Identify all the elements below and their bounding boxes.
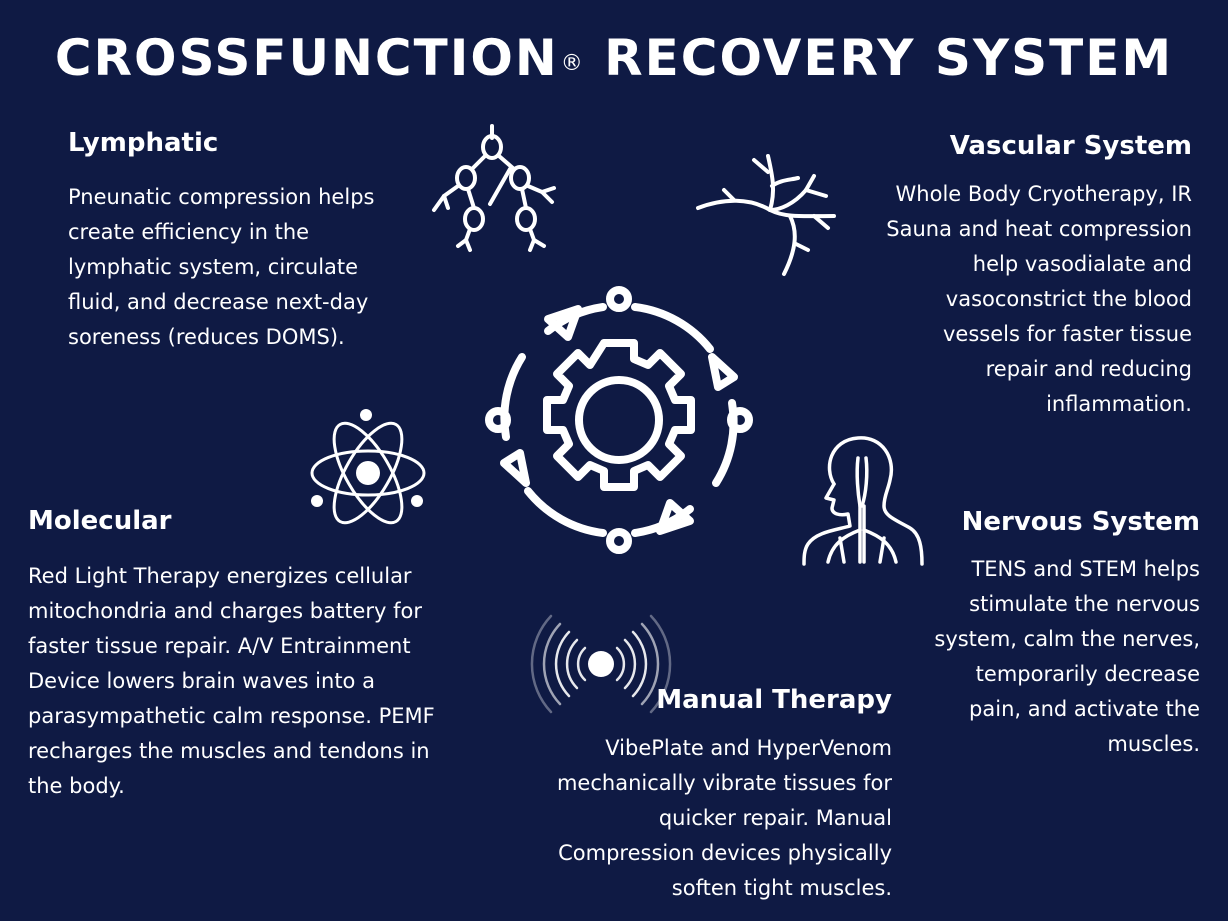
lymphatic-heading: Lymphatic bbox=[68, 128, 219, 158]
nervous-text: TENS and STEM helps stimulate the nervou… bbox=[934, 557, 1200, 756]
gear-cycle-icon bbox=[485, 286, 753, 554]
title-rest: RECOVERY SYSTEM bbox=[604, 29, 1174, 87]
manual-text: VibePlate and HyperVenom mechanically vi… bbox=[556, 736, 892, 900]
vibration-icon bbox=[530, 614, 672, 714]
blood-vessel-icon bbox=[696, 154, 836, 276]
vascular-text: Whole Body Cryotherapy, IR Sauna and hea… bbox=[886, 182, 1192, 416]
human-nervous-system-icon bbox=[802, 436, 924, 566]
registered-mark: ® bbox=[560, 51, 585, 76]
atom-icon bbox=[310, 409, 426, 525]
vascular-heading: Vascular System bbox=[949, 131, 1192, 161]
lymphatic-text: Pneunatic compression helps create effic… bbox=[68, 185, 375, 349]
title-main: CROSSFUNCTION bbox=[54, 29, 559, 87]
lymph-nodes-icon bbox=[432, 124, 556, 252]
molecular-text: Red Light Therapy energizes cellular mit… bbox=[28, 564, 435, 798]
manual-heading: Manual Therapy bbox=[656, 685, 892, 715]
page-title: CROSSFUNCTION® RECOVERY SYSTEM bbox=[0, 26, 1228, 90]
molecular-heading: Molecular bbox=[28, 506, 172, 536]
nervous-heading: Nervous System bbox=[961, 507, 1200, 537]
